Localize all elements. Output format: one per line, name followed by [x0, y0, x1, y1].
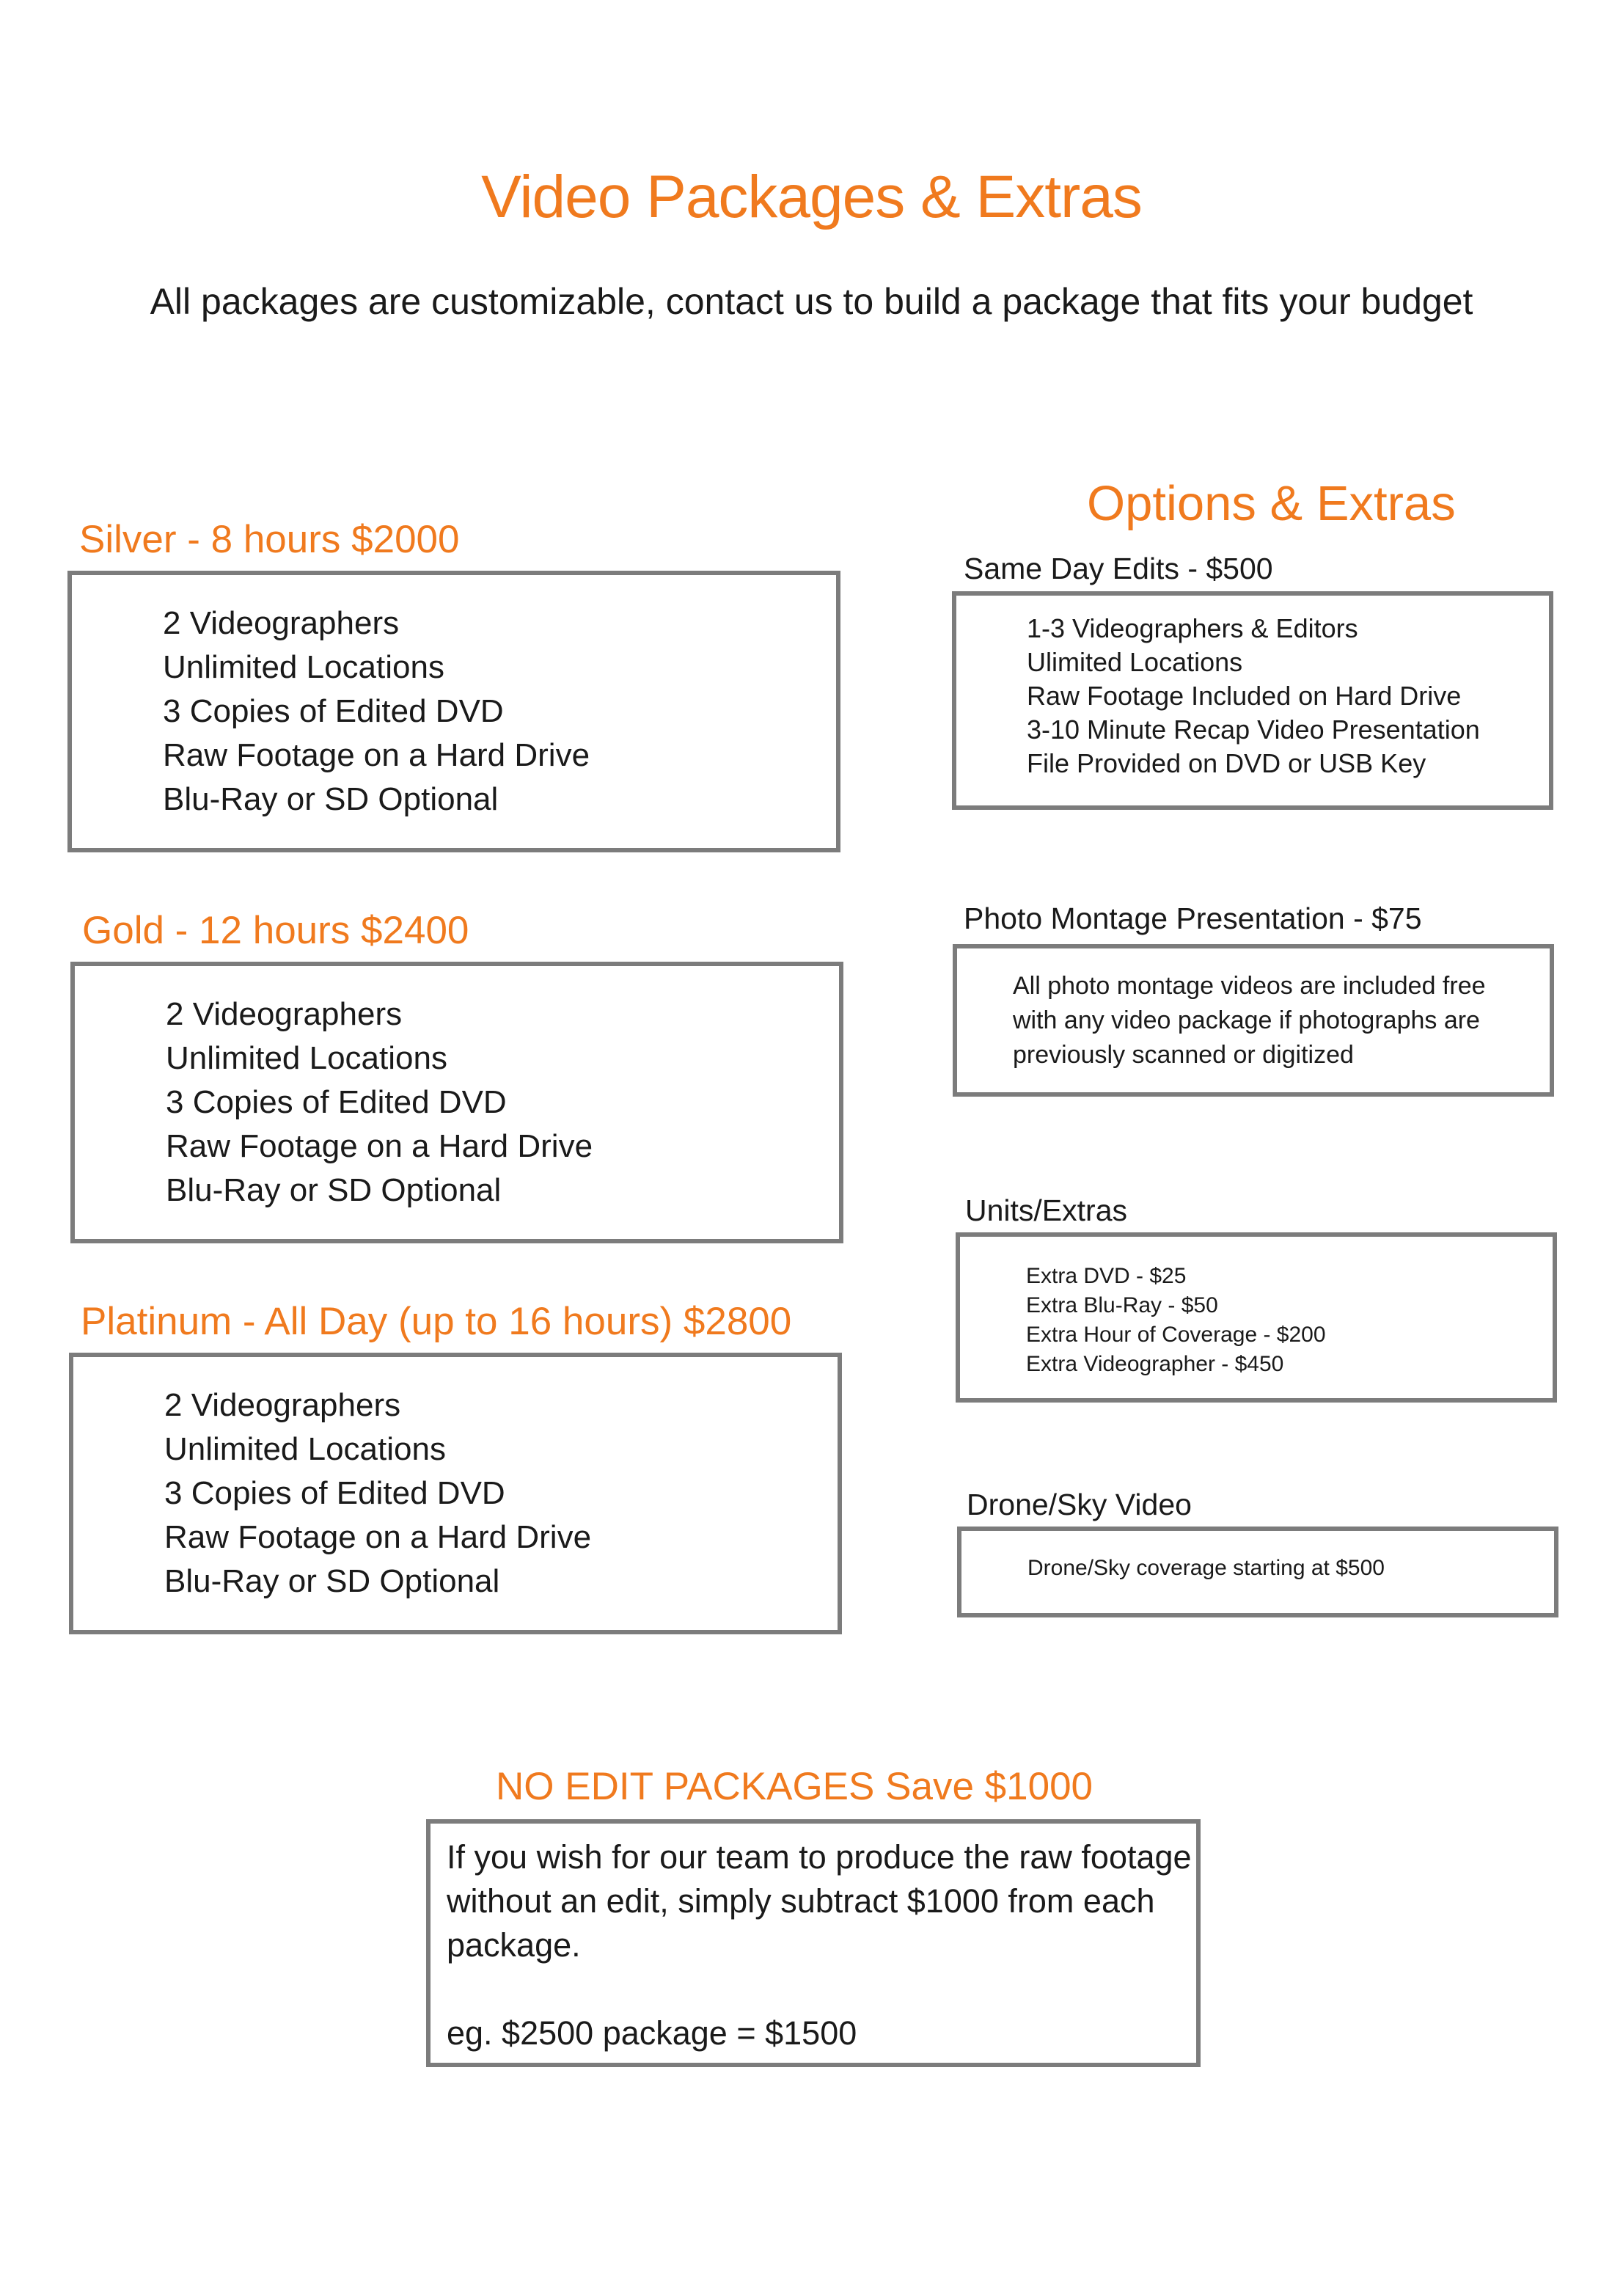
no-edit-example: eg. $2500 package = $1500 — [447, 2014, 857, 2052]
list-item: 1-3 Videographers & Editors — [1027, 613, 1358, 643]
list-item: Unlimited Locations — [163, 649, 444, 685]
photo-montage-box: All photo montage videos are included fr… — [953, 944, 1554, 1097]
silver-package-heading: Silver - 8 hours $2000 — [79, 518, 460, 561]
no-edit-text: If you wish for our team to produce the … — [447, 1835, 1192, 2055]
drone-box: Drone/Sky coverage starting at $500 — [957, 1527, 1558, 1617]
list-item: Extra Videographer - $450 — [1026, 1352, 1284, 1376]
list-item: File Provided on DVD or USB Key — [1027, 748, 1426, 778]
list-item: Extra Hour of Coverage - $200 — [1026, 1323, 1326, 1347]
platinum-package-box: 2 Videographers Unlimited Locations 3 Co… — [69, 1353, 842, 1634]
platinum-feature-list: 2 Videographers Unlimited Locations 3 Co… — [164, 1383, 591, 1604]
list-item: 2 Videographers — [163, 605, 400, 641]
same-day-edits-heading: Same Day Edits - $500 — [964, 552, 1273, 585]
list-item: Raw Footage on a Hard Drive — [166, 1128, 593, 1164]
gold-package-box: 2 Videographers Unlimited Locations 3 Co… — [70, 962, 843, 1243]
options-title: Options & Extras — [1087, 476, 1456, 531]
list-item: 2 Videographers — [166, 996, 403, 1032]
page-subtitle: All packages are customizable, contact u… — [150, 281, 1473, 322]
list-item: 3 Copies of Edited DVD — [166, 1084, 507, 1120]
units-extras-box: Extra DVD - $25 Extra Blu-Ray - $50 Extr… — [956, 1232, 1557, 1403]
photo-montage-heading: Photo Montage Presentation - $75 — [964, 902, 1422, 935]
list-item: Raw Footage on a Hard Drive — [164, 1519, 592, 1555]
list-item: 2 Videographers — [164, 1387, 401, 1423]
list-item: Blu-Ray or SD Optional — [163, 781, 499, 817]
list-item: Raw Footage on a Hard Drive — [163, 737, 590, 773]
list-item: Blu-Ray or SD Optional — [166, 1172, 502, 1208]
units-extras-heading: Units/Extras — [965, 1193, 1127, 1227]
page-title: Video Packages & Extras — [481, 164, 1143, 230]
silver-package-box: 2 Videographers Unlimited Locations 3 Co… — [67, 571, 840, 852]
list-item: Unlimited Locations — [166, 1040, 447, 1076]
silver-feature-list: 2 Videographers Unlimited Locations 3 Co… — [163, 602, 590, 822]
list-item: 3-10 Minute Recap Video Presentation — [1027, 714, 1480, 745]
list-item: 3 Copies of Edited DVD — [163, 693, 504, 729]
no-edit-heading: NO EDIT PACKAGES Save $1000 — [496, 1765, 1093, 1808]
same-day-edits-list: 1-3 Videographers & Editors Ulimited Loc… — [1027, 612, 1480, 780]
photo-montage-text: All photo montage videos are included fr… — [1013, 972, 1486, 1069]
list-item: Ulimited Locations — [1027, 647, 1243, 677]
list-item: Raw Footage Included on Hard Drive — [1027, 681, 1462, 711]
gold-package-heading: Gold - 12 hours $2400 — [82, 909, 469, 952]
units-extras-list: Extra DVD - $25 Extra Blu-Ray - $50 Extr… — [1026, 1262, 1326, 1379]
drone-heading: Drone/Sky Video — [967, 1488, 1192, 1521]
gold-feature-list: 2 Videographers Unlimited Locations 3 Co… — [166, 992, 593, 1213]
list-item: Unlimited Locations — [164, 1431, 446, 1467]
list-item: Extra DVD - $25 — [1026, 1264, 1187, 1288]
no-edit-box: If you wish for our team to produce the … — [426, 1819, 1201, 2067]
list-item: Extra Blu-Ray - $50 — [1026, 1293, 1218, 1317]
platinum-package-heading: Platinum - All Day (up to 16 hours) $280… — [81, 1300, 792, 1343]
list-item: 3 Copies of Edited DVD — [164, 1475, 505, 1511]
drone-text: Drone/Sky coverage starting at $500 — [1027, 1556, 1385, 1580]
same-day-edits-box: 1-3 Videographers & Editors Ulimited Loc… — [952, 591, 1553, 810]
list-item: Blu-Ray or SD Optional — [164, 1563, 500, 1599]
